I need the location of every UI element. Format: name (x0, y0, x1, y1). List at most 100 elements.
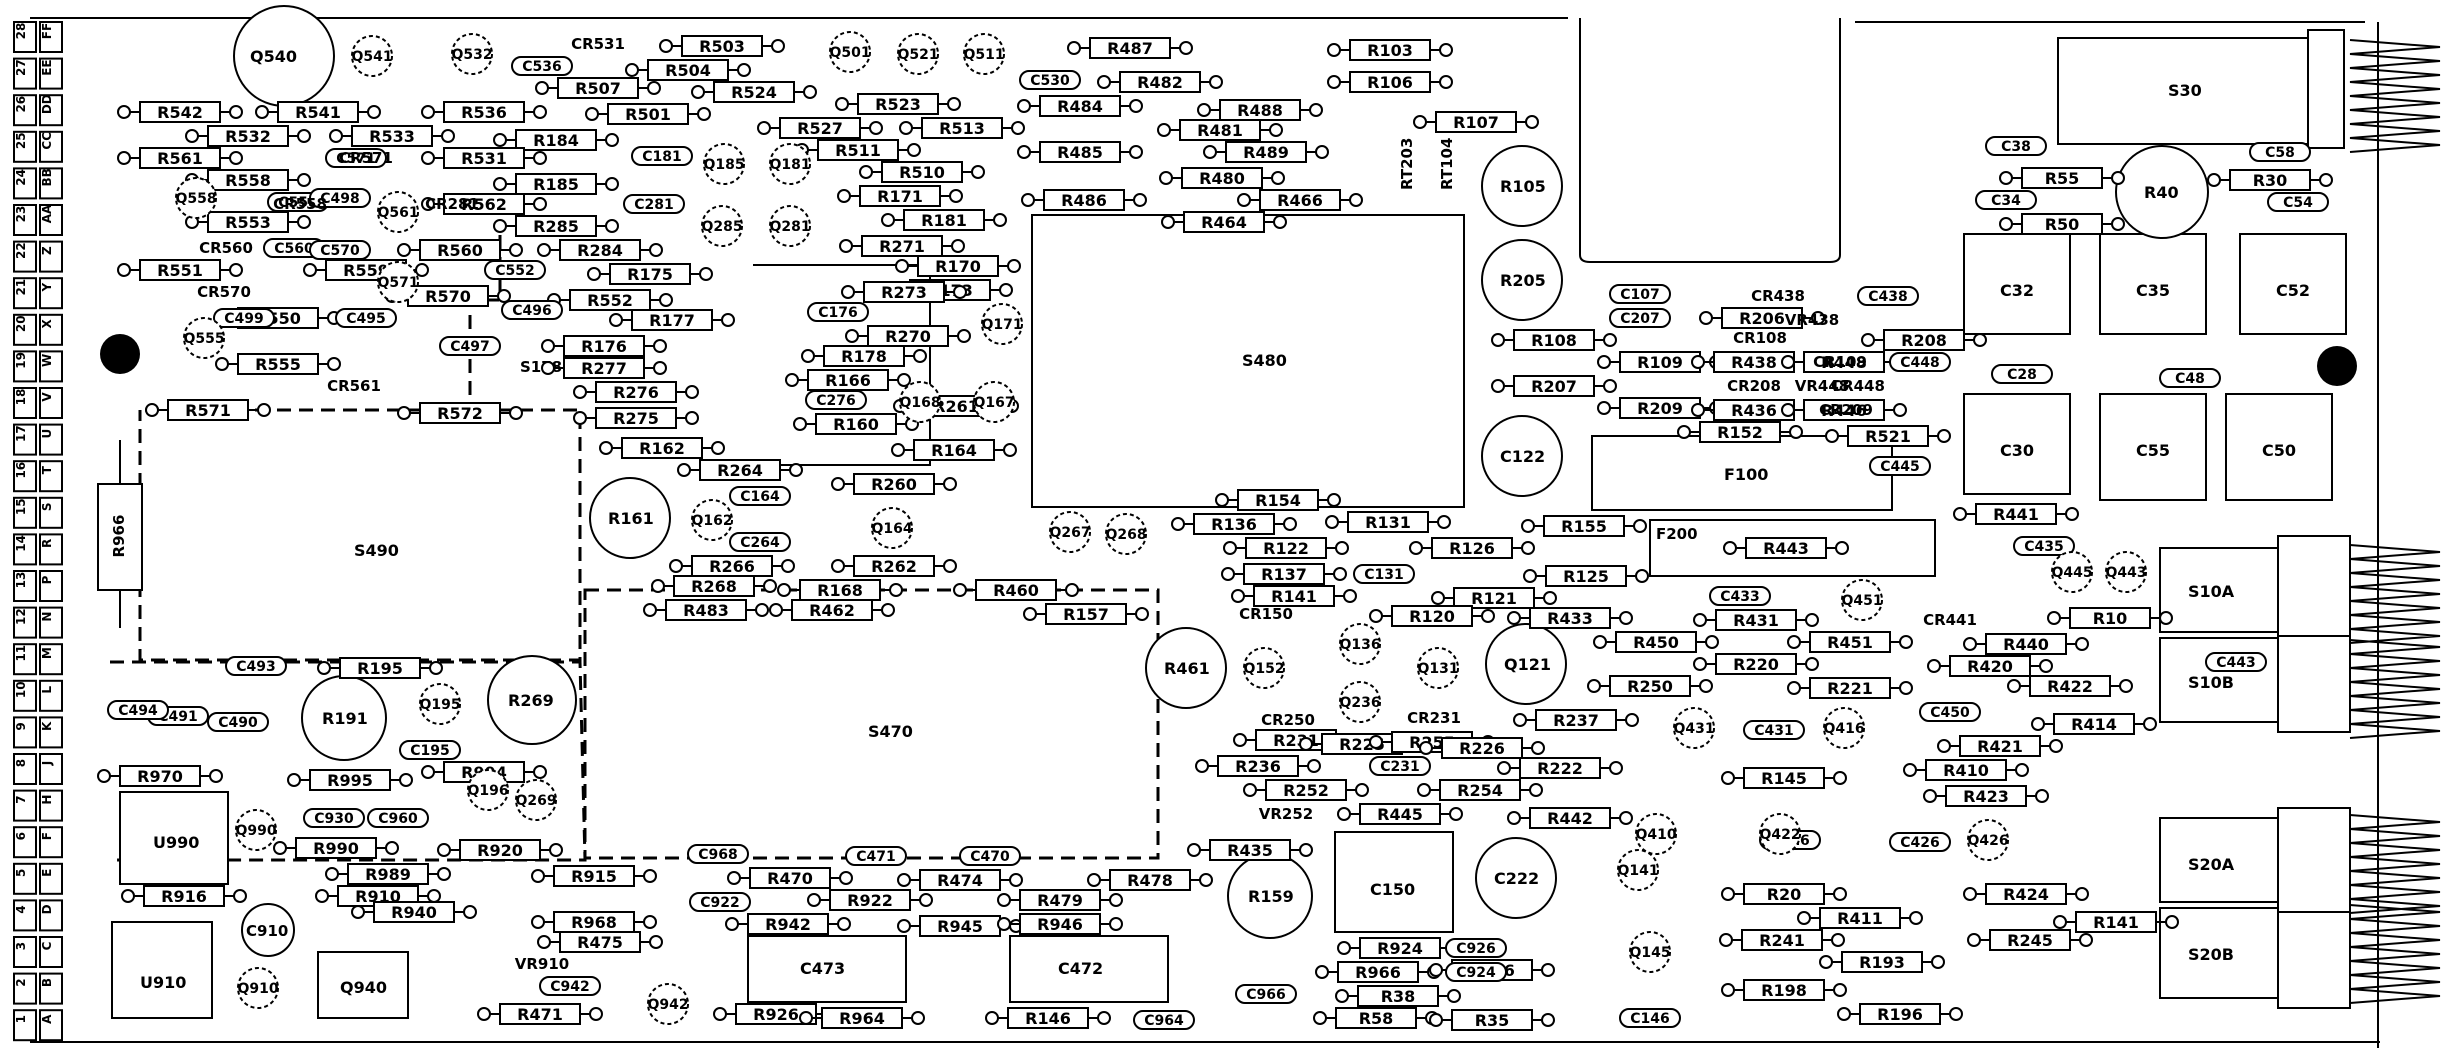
edge-pin-number: 26 (14, 96, 28, 113)
resistor-label: R266 (709, 557, 755, 576)
transistor-q131: Q131 (1417, 647, 1459, 689)
resistor-label: R196 (1877, 1005, 1923, 1024)
diode-label: VR252 (1259, 805, 1313, 823)
capacitor-c498: C498 (309, 188, 371, 208)
edge-pin-letter: A (40, 1014, 54, 1024)
resistor-r501: R501 (585, 103, 711, 125)
resistor-label: R35 (1475, 1011, 1510, 1030)
capacitor-c433: C433 (1709, 586, 1771, 606)
capacitor-label: C494 (118, 703, 158, 719)
edge-pin-number: 11 (14, 645, 28, 662)
edge-pin-number: 23 (14, 206, 28, 223)
capacitor-label: C471 (856, 849, 896, 865)
resistor-r162: R162 (599, 437, 725, 459)
svg-text:F200: F200 (1656, 525, 1698, 543)
capacitor-label: C435 (2024, 539, 2064, 555)
resistor-r483: R483 (643, 599, 769, 621)
resistor-r489: R489 (1203, 141, 1329, 163)
capacitor-c530: C530 (1019, 70, 1081, 90)
resistor-r450: R450 (1593, 631, 1719, 653)
transistor-label: Q451 (1841, 593, 1882, 609)
capacitor-c552: C552 (484, 260, 546, 280)
resistor-label: R561 (157, 149, 203, 168)
resistor-label: R443 (1763, 539, 1809, 558)
resistor-label: R260 (871, 475, 917, 494)
edge-pin-letter: U (40, 429, 54, 439)
resistor-r181: R181 (881, 209, 1007, 231)
resistor-r442: R442 (1507, 807, 1633, 829)
capacitor-label: C493 (236, 659, 276, 675)
resistor-r270: R270 (845, 325, 971, 347)
capacitor-label: C570 (320, 243, 360, 259)
resistor-r206: R206 (1699, 307, 1825, 329)
edge-pin-letter: K (40, 721, 54, 731)
capacitor-label: C497 (450, 339, 490, 355)
resistor-label: R995 (327, 771, 373, 790)
diode-label: CR448 (1831, 377, 1885, 395)
diode-cr250: CR250 (1261, 711, 1315, 729)
edge-pin-number: 20 (14, 315, 28, 332)
resistor-label: R423 (1963, 787, 2009, 806)
resistor-r572: R572 (397, 402, 523, 424)
diode-label: CR438 (1751, 287, 1805, 305)
capacitor-c107: C107 (1609, 284, 1671, 304)
switch-s30: S30 (2057, 29, 2345, 149)
resistor-label: R193 (1859, 953, 1905, 972)
resistor-r157: R157 (1023, 603, 1149, 625)
resistor-label: R433 (1547, 609, 1593, 628)
resistor-r171: R171 (837, 185, 963, 207)
capacitor-label: C966 (1246, 987, 1286, 1003)
svg-text:C30: C30 (2000, 441, 2034, 460)
resistor-r103: R103 (1327, 39, 1453, 61)
diode-label: CR109 (1813, 353, 1867, 371)
resistor-r30: R30 (2207, 169, 2333, 191)
resistor-label: R126 (1449, 539, 1495, 558)
diode-label: CR208 (1727, 377, 1781, 395)
resistor-label: R271 (879, 237, 925, 256)
transistor-q167: Q167 (973, 381, 1015, 423)
svg-text:Q121: Q121 (1504, 655, 1551, 674)
resistor-r916: R916 (121, 885, 247, 907)
resistor-label: R152 (1717, 423, 1763, 442)
resistor-r226: R226 (1419, 737, 1545, 759)
resistor-r553: R553 (185, 211, 311, 233)
diode-label: CR570 (197, 283, 251, 301)
edge-pin-number: 27 (14, 59, 28, 76)
resistor-label: R942 (765, 915, 811, 934)
capacitor-c942: C942 (539, 976, 601, 996)
resistor-r446: R446 (1781, 399, 1907, 421)
capacitor-c448: C448 (1889, 352, 1951, 372)
capacitor-label: C426 (1900, 835, 1940, 851)
resistor-label: R946 (1037, 915, 1083, 934)
resistor-r220: R220 (1693, 653, 1819, 675)
resistor-r178: R178 (801, 345, 927, 367)
svg-text:R159: R159 (1248, 887, 1294, 906)
edge-pin-letter: Z (40, 246, 54, 255)
resistor-r970: R970 (97, 765, 223, 787)
block-q940: Q940 (317, 951, 409, 1019)
capacitor-label: C495 (346, 311, 386, 327)
capacitor-label: C968 (698, 847, 738, 863)
capacitor-label: C922 (700, 895, 740, 911)
resistor-label: R501 (625, 105, 671, 124)
switch-s20a: S20A (2159, 807, 2351, 913)
diode-label: VR438 (1785, 311, 1839, 329)
capacitor-c48: C48 (2159, 368, 2221, 388)
resistor-label: R121 (1471, 589, 1517, 608)
diode-label: CR571 (339, 149, 393, 167)
s10b-label: S10B (2188, 673, 2234, 692)
transistor-q410: Q410 (1635, 813, 1677, 855)
resistor-label: R250 (1627, 677, 1673, 696)
capacitor-label: C960 (378, 811, 418, 827)
block-c52: C52 (2239, 233, 2347, 335)
resistor-label: R177 (649, 311, 695, 330)
edge-pin-number: 16 (14, 462, 28, 479)
part-c122: C122 (1481, 415, 1563, 497)
svg-text:R105: R105 (1500, 177, 1546, 196)
svg-text:R161: R161 (608, 509, 654, 528)
resistor-r485: R485 (1017, 141, 1143, 163)
